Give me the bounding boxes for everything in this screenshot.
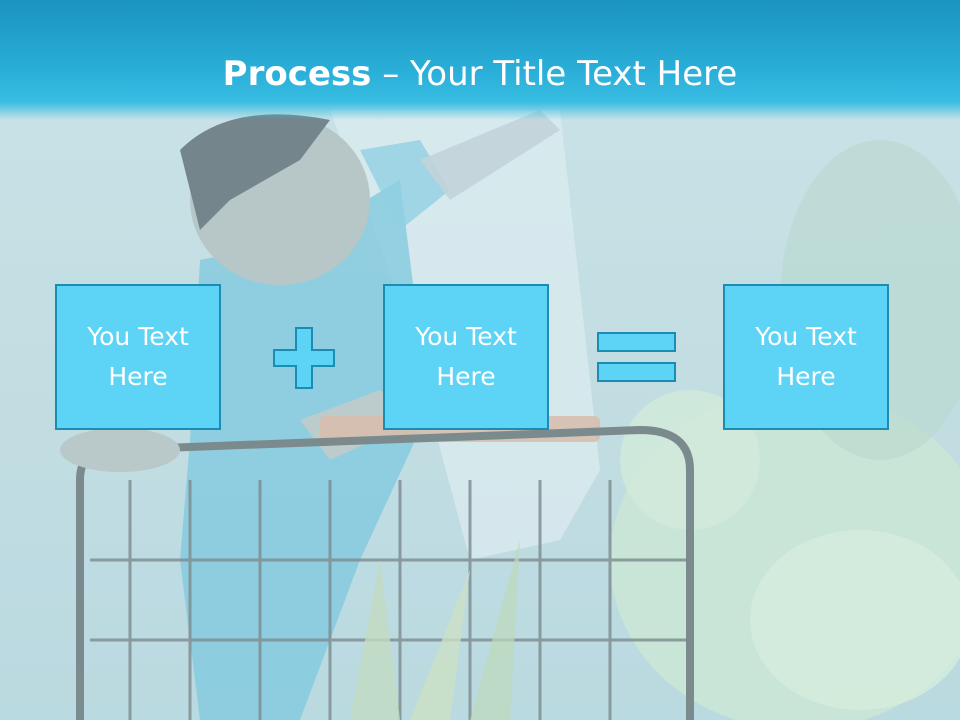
process-box-3[interactable]: You Text Here	[723, 284, 889, 430]
process-box-2[interactable]: You Text Here	[383, 284, 549, 430]
equals-bar-bottom	[597, 362, 676, 382]
process-box-2-text: You Text Here	[415, 322, 517, 391]
title-rest: Your Title Text Here	[410, 54, 738, 94]
equals-bar-top	[597, 332, 676, 352]
title-bold: Process	[222, 54, 372, 94]
page-title: Process – Your Title Text Here	[0, 52, 960, 96]
plus-icon	[273, 327, 335, 389]
process-box-1[interactable]: You Text Here	[55, 284, 221, 430]
process-box-1-text: You Text Here	[87, 322, 189, 391]
title-dash: –	[371, 54, 411, 94]
process-box-3-text: You Text Here	[755, 322, 857, 391]
title-bar	[0, 0, 960, 120]
